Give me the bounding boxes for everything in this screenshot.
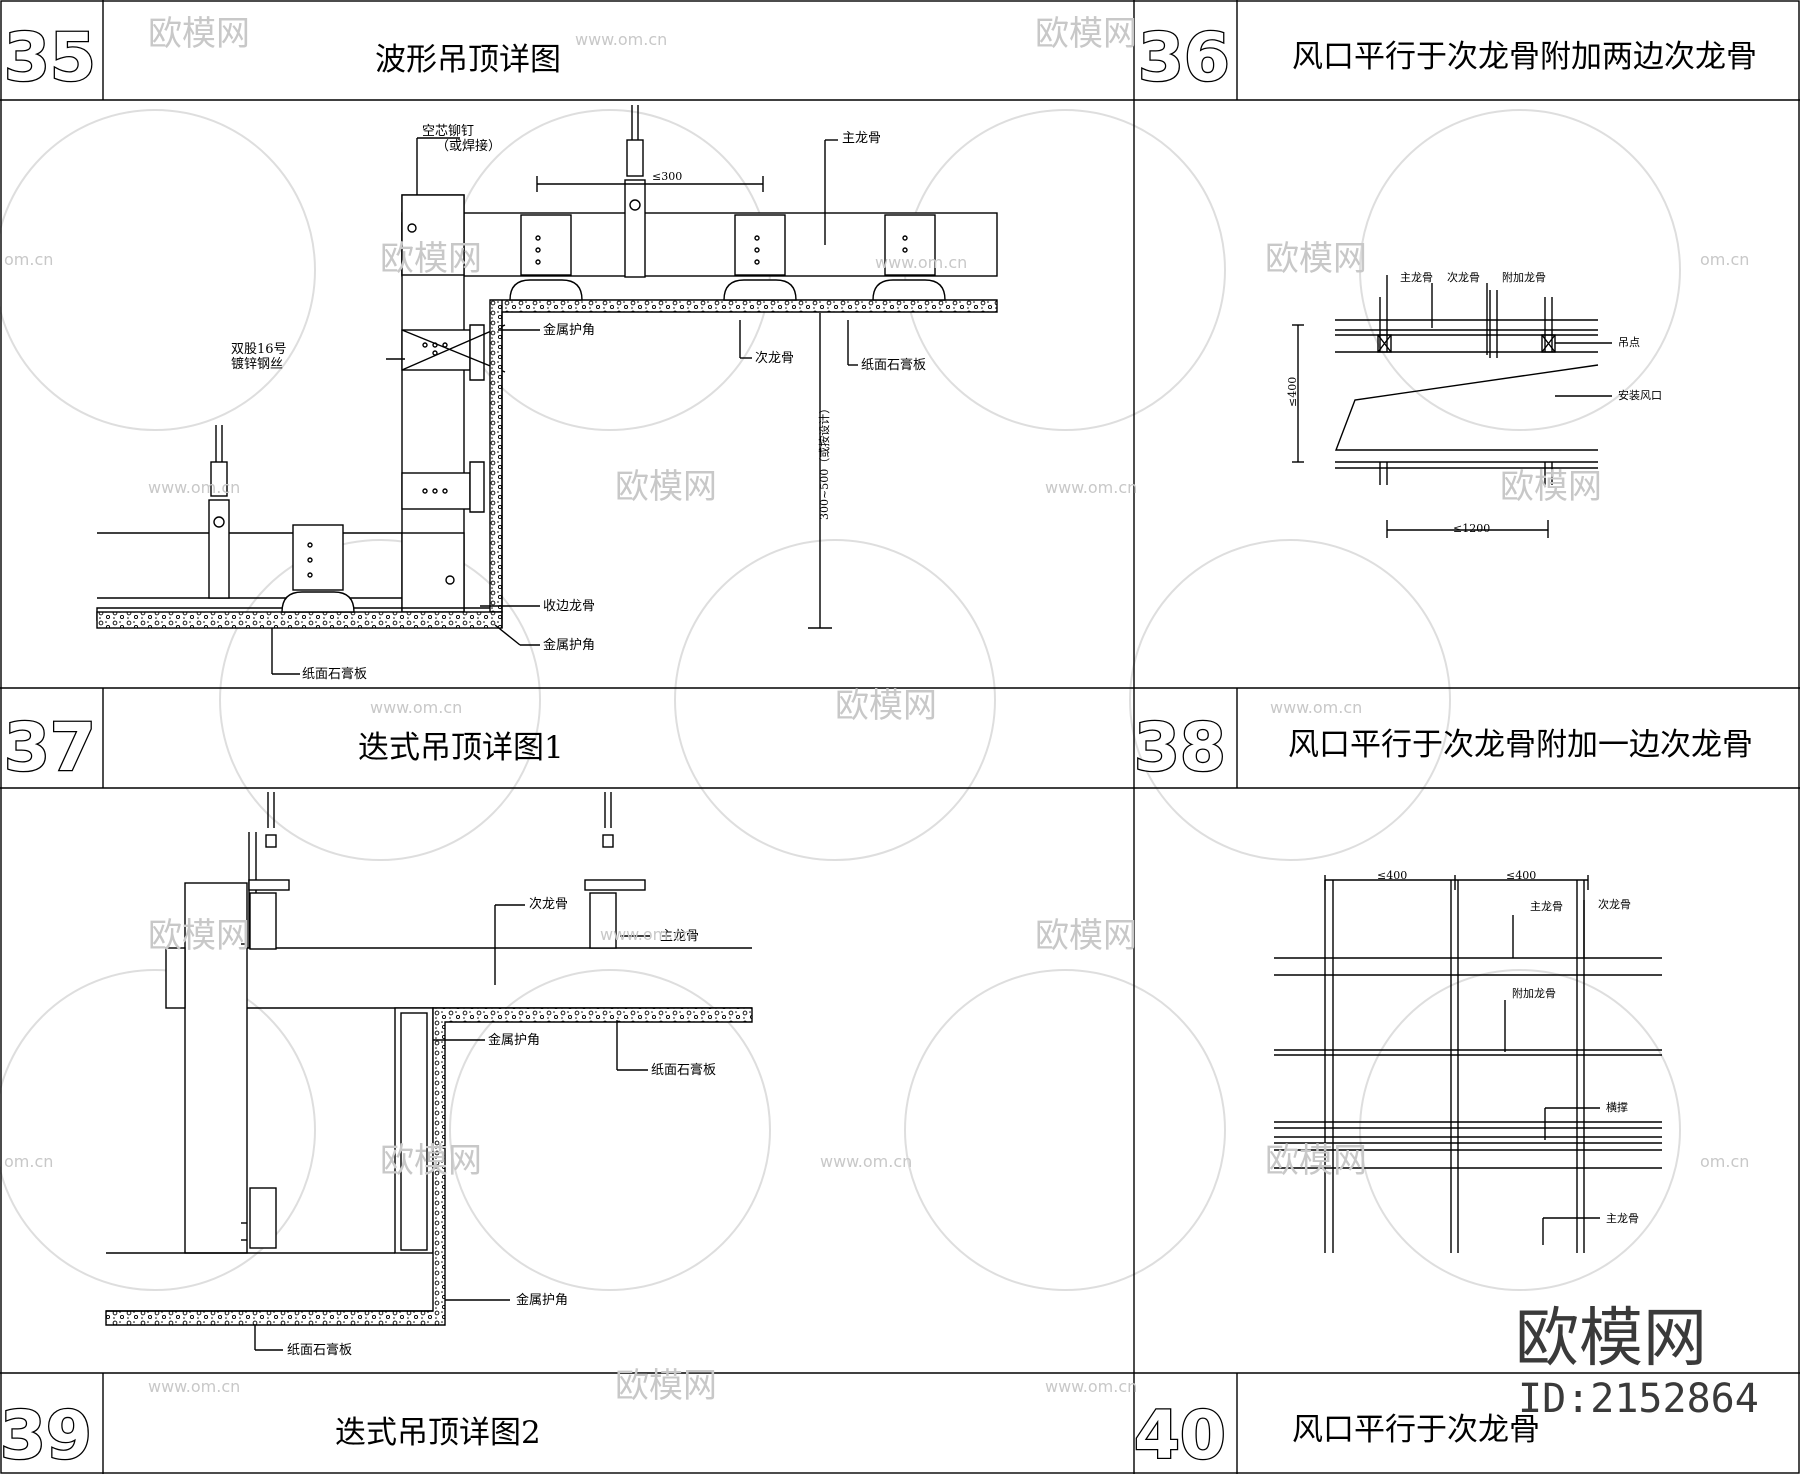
watermark-brand: 欧模网 xyxy=(1265,1141,1367,1181)
label-hollow-rivet: 空芯铆钉 xyxy=(422,124,474,139)
label-hollow-rivet-note: （或焊接） xyxy=(436,138,501,154)
label-spacing: ≤400 xyxy=(1506,869,1536,882)
label-main-keel: 主龙骨 xyxy=(842,131,881,146)
watermark-site: www.om.cn xyxy=(1045,1377,1137,1396)
panel-36-drawing xyxy=(1292,275,1612,538)
watermark-brand: 欧模网 xyxy=(1035,14,1137,54)
brand-stamp: 欧模网 ID:2152864 xyxy=(1515,1302,1759,1422)
panel-number: 38 xyxy=(1134,709,1226,786)
label-metal-corner: 金属护角 xyxy=(488,1032,540,1048)
watermark-site: www.om.cn xyxy=(1270,698,1362,717)
panel-40-header: 40 风口平行于次龙骨 xyxy=(1133,1396,1540,1474)
watermark-brand: 欧模网 xyxy=(148,916,250,956)
panel-38-drawing xyxy=(1274,875,1662,1253)
panel-number: 35 xyxy=(4,19,96,96)
watermark-site: www.om.cn xyxy=(1045,478,1137,497)
panel-39-header: 39 迭式吊顶详图2 xyxy=(0,1396,541,1474)
panel-35-drawing xyxy=(96,105,998,675)
panel-title: 迭式吊顶详图2 xyxy=(335,1415,541,1451)
label-secondary-keel: 次龙骨 xyxy=(1447,270,1480,284)
label-main-keel: 主龙骨 xyxy=(1606,1212,1639,1225)
label-gypsum-board: 纸面石膏板 xyxy=(302,666,367,682)
label-spacing-v: ≤400 xyxy=(1286,377,1299,407)
panel-38-header: 38 风口平行于次龙骨附加一边次龙骨 xyxy=(1133,708,1753,788)
label-spacing: ≤300 xyxy=(652,170,682,183)
watermark-site: om.cn xyxy=(1700,1152,1749,1171)
label-edge-keel: 收边龙骨 xyxy=(543,599,595,614)
watermark-brand: 欧模网 xyxy=(1035,916,1137,956)
label-main-keel: 主龙骨 xyxy=(1400,271,1433,284)
watermark-site: om.cn xyxy=(4,250,53,269)
label-vent: 安装风口 xyxy=(1618,388,1662,402)
watermark-site: www.om.cn xyxy=(575,30,667,49)
label-main-keel: 主龙骨 xyxy=(1530,900,1563,913)
watermark-arcs xyxy=(0,109,1681,1291)
panel-36-labels: 主龙骨 次龙骨 附加龙骨 吊点 安装风口 ≤400 ≤1200 xyxy=(1286,270,1662,535)
watermark-brand: 欧模网 xyxy=(148,14,250,54)
panel-number: 40 xyxy=(1134,1397,1226,1474)
label-double-wire-2: 镀锌钢丝 xyxy=(231,356,283,372)
watermark-site: om.cn xyxy=(1700,250,1749,269)
watermark-brand: 欧模网 xyxy=(380,239,482,279)
panel-title: 风口平行于次龙骨 xyxy=(1292,1412,1540,1448)
label-gypsum-board: 纸面石膏板 xyxy=(287,1342,352,1358)
label-secondary-keel: 次龙骨 xyxy=(529,896,568,912)
label-spacing-h: ≤1200 xyxy=(1453,522,1490,535)
watermark-site: om.cn xyxy=(4,1152,53,1171)
label-gypsum-board: 纸面石膏板 xyxy=(861,357,926,373)
watermark-brand: 欧模网 xyxy=(615,1366,717,1406)
watermark-brand: 欧模网 xyxy=(835,686,937,726)
label-cross-brace: 横撑 xyxy=(1606,1100,1628,1114)
watermark-brand: 欧模网 xyxy=(380,1141,482,1181)
watermark-site: www.om.cn xyxy=(875,253,967,272)
label-hanger-point: 吊点 xyxy=(1618,336,1640,349)
panel-35-labels: 空芯铆钉 （或焊接） ≤300 主龙骨 双股16号 镀锌钢丝 金属护角 次龙骨 … xyxy=(231,124,926,682)
watermark-site: www.om.cn xyxy=(600,925,692,944)
watermark-brand: 欧模网 xyxy=(615,467,717,507)
label-spacing: ≤400 xyxy=(1377,869,1407,882)
watermark-site: www.om.cn xyxy=(820,1152,912,1171)
label-main-keel: 主龙骨 xyxy=(660,929,699,944)
brand-name: 欧模网 xyxy=(1515,1302,1707,1376)
panel-title: 风口平行于次龙骨附加一边次龙骨 xyxy=(1288,727,1753,763)
watermark-brand: 欧模网 xyxy=(1500,467,1602,507)
panel-number: 37 xyxy=(4,709,96,786)
watermark-site: www.om.cn xyxy=(148,1377,240,1396)
label-secondary-keel: 次龙骨 xyxy=(1598,897,1631,911)
panel-37-drawing xyxy=(105,792,753,1351)
watermarks: 欧模网 www.om.cn 欧模网 om.cn 欧模网 www.om.cn 欧模… xyxy=(4,14,1749,1406)
panel-36-header: 36 风口平行于次龙骨附加两边次龙骨 xyxy=(1137,18,1757,98)
watermark-brand: 欧模网 xyxy=(1265,239,1367,279)
panel-title: 迭式吊顶详图1 xyxy=(358,730,564,766)
panel-37-header: 37 迭式吊顶详图1 xyxy=(3,708,564,788)
watermark-site: www.om.cn xyxy=(370,698,462,717)
panel-title: 风口平行于次龙骨附加两边次龙骨 xyxy=(1292,39,1757,75)
label-metal-corner: 金属护角 xyxy=(516,1292,568,1308)
panel-number: 39 xyxy=(0,1397,92,1474)
label-secondary-keel: 次龙骨 xyxy=(755,350,794,366)
label-height-range: 300~500（或按设计） xyxy=(817,403,831,520)
label-double-wire-1: 双股16号 xyxy=(231,342,287,357)
brand-id: ID:2152864 xyxy=(1518,1376,1759,1422)
panel-title: 波形吊顶详图 xyxy=(375,42,561,78)
panel-number: 36 xyxy=(1138,19,1230,96)
panel-37-labels: 次龙骨 主龙骨 金属护角 纸面石膏板 金属护角 纸面石膏板 xyxy=(287,896,716,1358)
label-extra-keel: 附加龙骨 xyxy=(1512,986,1556,1000)
label-metal-corner: 金属护角 xyxy=(543,322,595,338)
panel-38-labels: ≤400 ≤400 主龙骨 次龙骨 附加龙骨 横撑 主龙骨 xyxy=(1377,869,1639,1225)
watermark-site: www.om.cn xyxy=(148,478,240,497)
label-metal-corner: 金属护角 xyxy=(543,637,595,653)
panel-35-header: 35 波形吊顶详图 xyxy=(3,18,561,98)
label-gypsum-board: 纸面石膏板 xyxy=(651,1062,716,1078)
label-extra-keel: 附加龙骨 xyxy=(1502,270,1546,284)
